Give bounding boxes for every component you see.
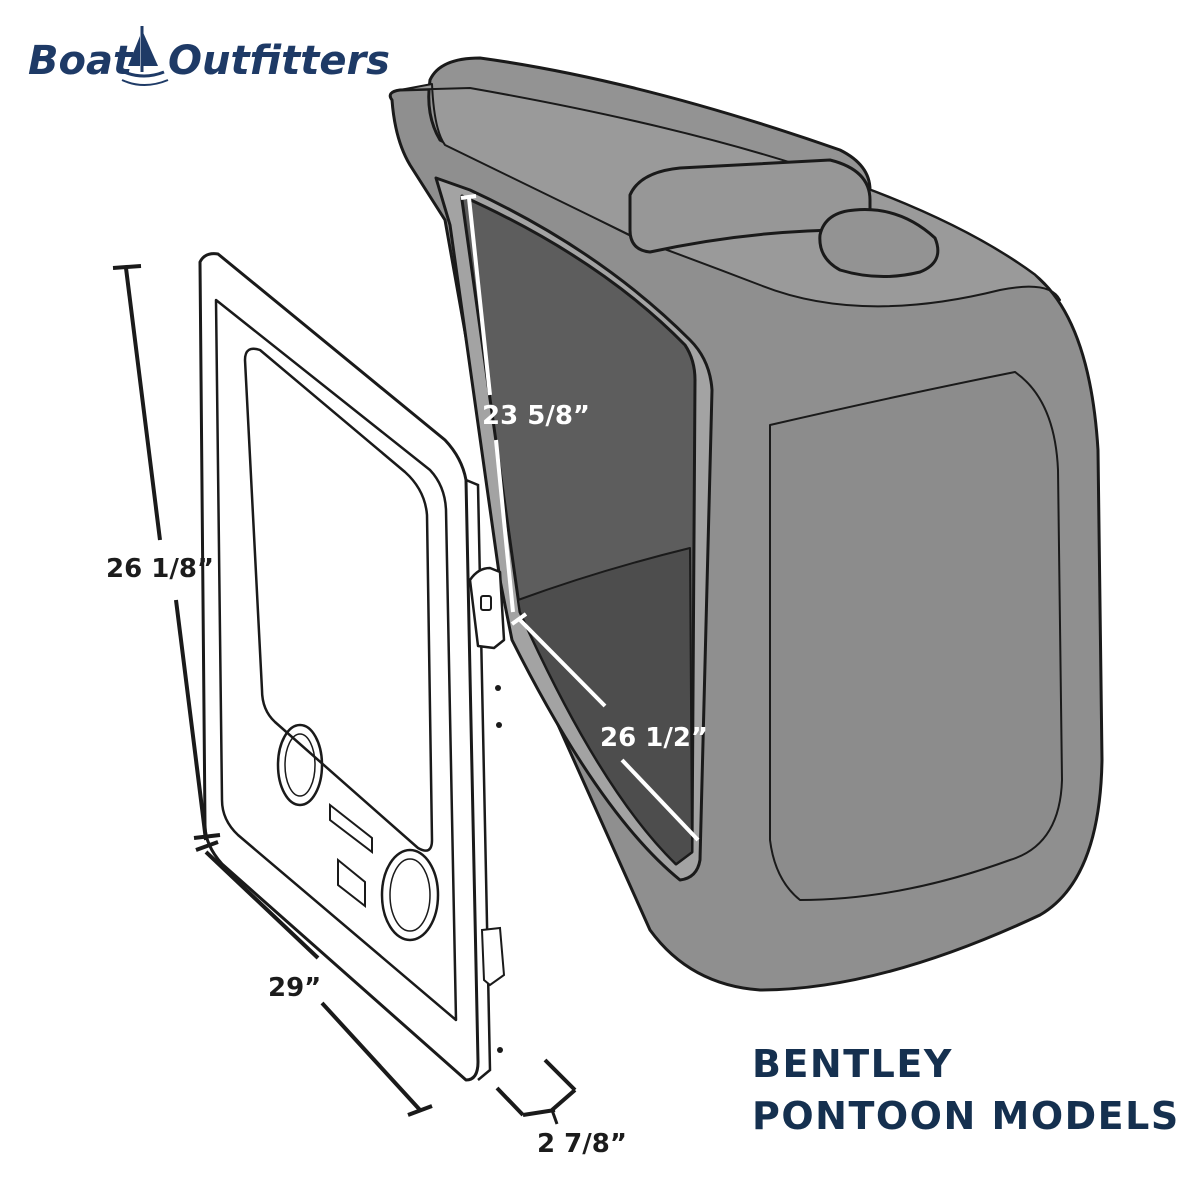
dimension-door-depth-tick	[550, 1109, 559, 1125]
dimension-door-height-cap-bottom	[193, 833, 221, 840]
dimension-door-height-cap-top	[112, 264, 142, 270]
logo-text-outfitters: Outfitters	[168, 38, 390, 84]
label-opening-height: 23 5/8”	[482, 401, 590, 431]
door-inner-frame	[214, 298, 458, 1022]
door-hinge	[480, 926, 506, 987]
door-side-edge	[465, 478, 492, 1081]
door-window	[243, 347, 434, 852]
title-line-1: BENTLEY	[752, 1042, 953, 1086]
dimension-opening-height-line-top	[467, 197, 492, 396]
dimension-door-depth-line-4	[550, 1088, 577, 1112]
door-speaker-left-inner	[284, 733, 316, 797]
console-illustration	[388, 56, 1104, 992]
dimension-opening-width-line-top	[516, 616, 607, 708]
logo-text-boat: Boat	[28, 38, 134, 84]
dimension-door-width: 29”	[195, 840, 433, 1117]
dimension-opening-height: 23 5/8”	[460, 194, 590, 613]
dimension-door-height: 26 1/8”	[106, 264, 221, 841]
door-screw-1	[495, 685, 501, 691]
label-door-depth: 2 7/8”	[537, 1129, 627, 1159]
door-speaker-right-inner	[389, 858, 431, 932]
dimension-door-height-line-top	[124, 267, 162, 541]
console-armrest-roll	[818, 208, 940, 278]
label-door-width: 29”	[268, 973, 321, 1003]
door-slot-upper	[329, 802, 373, 855]
dimension-door-width-line-top	[204, 850, 320, 960]
dimension-door-width-cap-top	[195, 840, 219, 852]
dimension-door-depth-line-2	[522, 1108, 556, 1117]
door-latch	[468, 566, 506, 650]
dimension-door-depth-line-3	[543, 1058, 577, 1092]
label-opening-width: 26 1/2”	[600, 723, 708, 753]
door-screw-2	[496, 722, 502, 728]
sailboat-icon	[121, 26, 169, 86]
door-latch-button	[480, 595, 492, 611]
door-speaker-left	[276, 723, 324, 807]
dimension-opening-width-cap-top	[510, 612, 528, 626]
door-screw-3	[497, 1047, 503, 1053]
dimension-door-width-line-bottom	[320, 1001, 422, 1112]
door-illustration	[198, 252, 506, 1082]
dimension-opening-width: 26 1/2”	[510, 612, 708, 842]
console-side-panel	[769, 371, 1063, 901]
dimension-door-height-line-bottom	[174, 599, 208, 841]
label-door-height: 26 1/8”	[106, 554, 214, 584]
dimension-door-width-cap-bottom	[407, 1104, 433, 1117]
dimension-opening-height-cap-top	[460, 194, 477, 200]
door-slot-lower	[337, 857, 366, 909]
brand-logo: Boat Outfitters	[28, 26, 390, 86]
dimension-door-depth: 2 7/8”	[495, 1058, 627, 1159]
title-line-2: PONTOON MODELS	[752, 1094, 1180, 1138]
dimension-opening-width-line-bottom	[620, 758, 700, 842]
door-speaker-right	[380, 848, 440, 942]
dimension-opening-height-line-bottom	[494, 439, 515, 613]
dimension-door-depth-line-1	[495, 1086, 525, 1117]
